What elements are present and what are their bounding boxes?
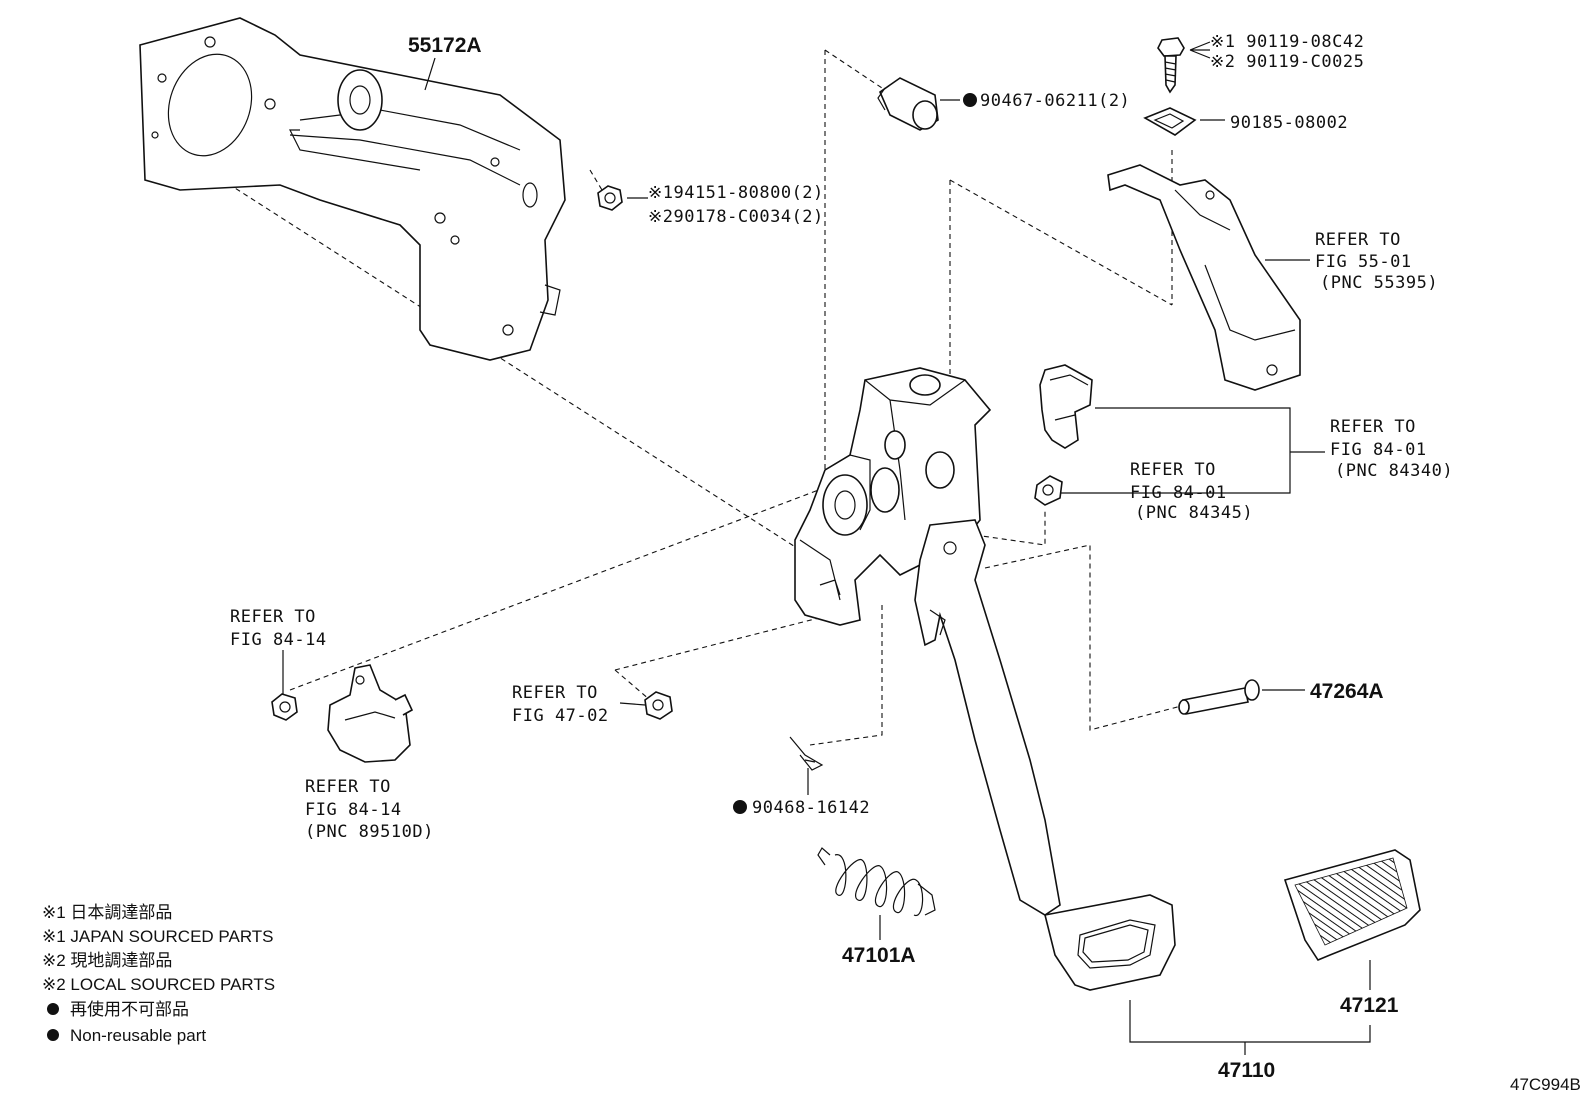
label-90119-1: ※1 90119-08C42 <box>1210 32 1364 52</box>
non-reusable-dot <box>963 93 977 107</box>
label-55172a: 55172A <box>408 34 482 57</box>
leader-84340-84345 <box>1055 407 1291 494</box>
label-ref-8414a-a: REFER TO <box>230 607 316 627</box>
bracket-55172a <box>139 17 566 361</box>
label-ref-4702-a: REFER TO <box>512 683 598 703</box>
label-ref-4702-b: FIG 47-02 <box>512 706 609 726</box>
label-290178: ※290178-C0034(2) <box>648 207 824 227</box>
label-194151: ※194151-80800(2) <box>648 183 824 203</box>
legend-line-5: 再使用不可部品 <box>70 999 189 1019</box>
legend: ※1 日本調達部品 ※1 JAPAN SOURCED PARTS ※2 現地調達… <box>42 903 275 1045</box>
label-ref-8414a-b: FIG 84-14 <box>230 630 327 650</box>
nut-194151 <box>597 185 623 211</box>
label-ref-84345-a: REFER TO <box>1130 460 1216 480</box>
label-ref-84345-b: FIG 84-01 <box>1130 483 1227 503</box>
label-47101a: 47101A <box>842 944 916 967</box>
nut-fig-47-02 <box>644 691 673 720</box>
label-ref-5501-b: FIG 55-01 <box>1315 252 1412 272</box>
sensor-89510d <box>327 664 414 763</box>
label-ref-8414b-a: REFER TO <box>305 777 391 797</box>
legend-line-4: ※2 LOCAL SOURCED PARTS <box>42 975 275 994</box>
pedal-support-bracket <box>794 367 992 626</box>
label-47110: 47110 <box>1218 1059 1275 1082</box>
clip-90468 <box>789 736 824 771</box>
legend-line-2: ※1 JAPAN SOURCED PARTS <box>42 927 274 946</box>
bracket-55395 <box>1107 164 1301 391</box>
label-ref-84340-c: (PNC 84340) <box>1335 461 1453 481</box>
label-90185: 90185-08002 <box>1230 113 1348 133</box>
non-reusable-dot <box>733 800 747 814</box>
legend-line-6: Non-reusable part <box>70 1026 206 1045</box>
label-ref-84340-b: FIG 84-01 <box>1330 440 1427 460</box>
switch-90467 <box>877 77 939 131</box>
label-ref-8414b-c: (PNC 89510D) <box>305 822 434 842</box>
pad-47121 <box>1283 849 1421 961</box>
label-90468: 90468-16142 <box>752 798 870 818</box>
label-ref-5501-a: REFER TO <box>1315 230 1401 250</box>
leader-90119 <box>1189 41 1211 59</box>
legend-line-1: ※1 日本調達部品 <box>42 903 172 922</box>
label-ref-8414b-b: FIG 84-14 <box>305 800 402 820</box>
diagram-code: 47C994B <box>1510 1075 1581 1094</box>
clip-90185 <box>1143 107 1197 136</box>
legend-dot-2 <box>47 1029 59 1041</box>
spring-47101a <box>817 847 936 916</box>
legend-line-3: ※2 現地調達部品 <box>42 951 172 970</box>
label-90467: 90467-06211(2) <box>980 91 1130 111</box>
labels: 55172A ※1 90119-08C42 ※2 90119-C0025 904… <box>230 32 1581 1094</box>
label-ref-5501-c: (PNC 55395) <box>1320 273 1438 293</box>
label-90119-2: ※2 90119-C0025 <box>1210 52 1364 72</box>
leader-47110 <box>1129 1000 1371 1043</box>
pedal-arm-47110 <box>914 519 1176 991</box>
leader-55172a <box>424 57 436 91</box>
label-ref-84345-c: (PNC 84345) <box>1135 503 1253 523</box>
label-47121: 47121 <box>1340 994 1399 1017</box>
nut-fig-84-14 <box>271 693 298 721</box>
legend-dot-1 <box>47 1003 59 1015</box>
grommet-84345 <box>1034 475 1063 506</box>
switch-84340 <box>1039 364 1093 449</box>
leader-fig-47-02 <box>619 702 646 706</box>
label-ref-84340-a: REFER TO <box>1330 417 1416 437</box>
bolt-90119 <box>1157 37 1185 94</box>
label-47264a: 47264A <box>1310 680 1384 703</box>
pin-47264a <box>1178 679 1260 715</box>
